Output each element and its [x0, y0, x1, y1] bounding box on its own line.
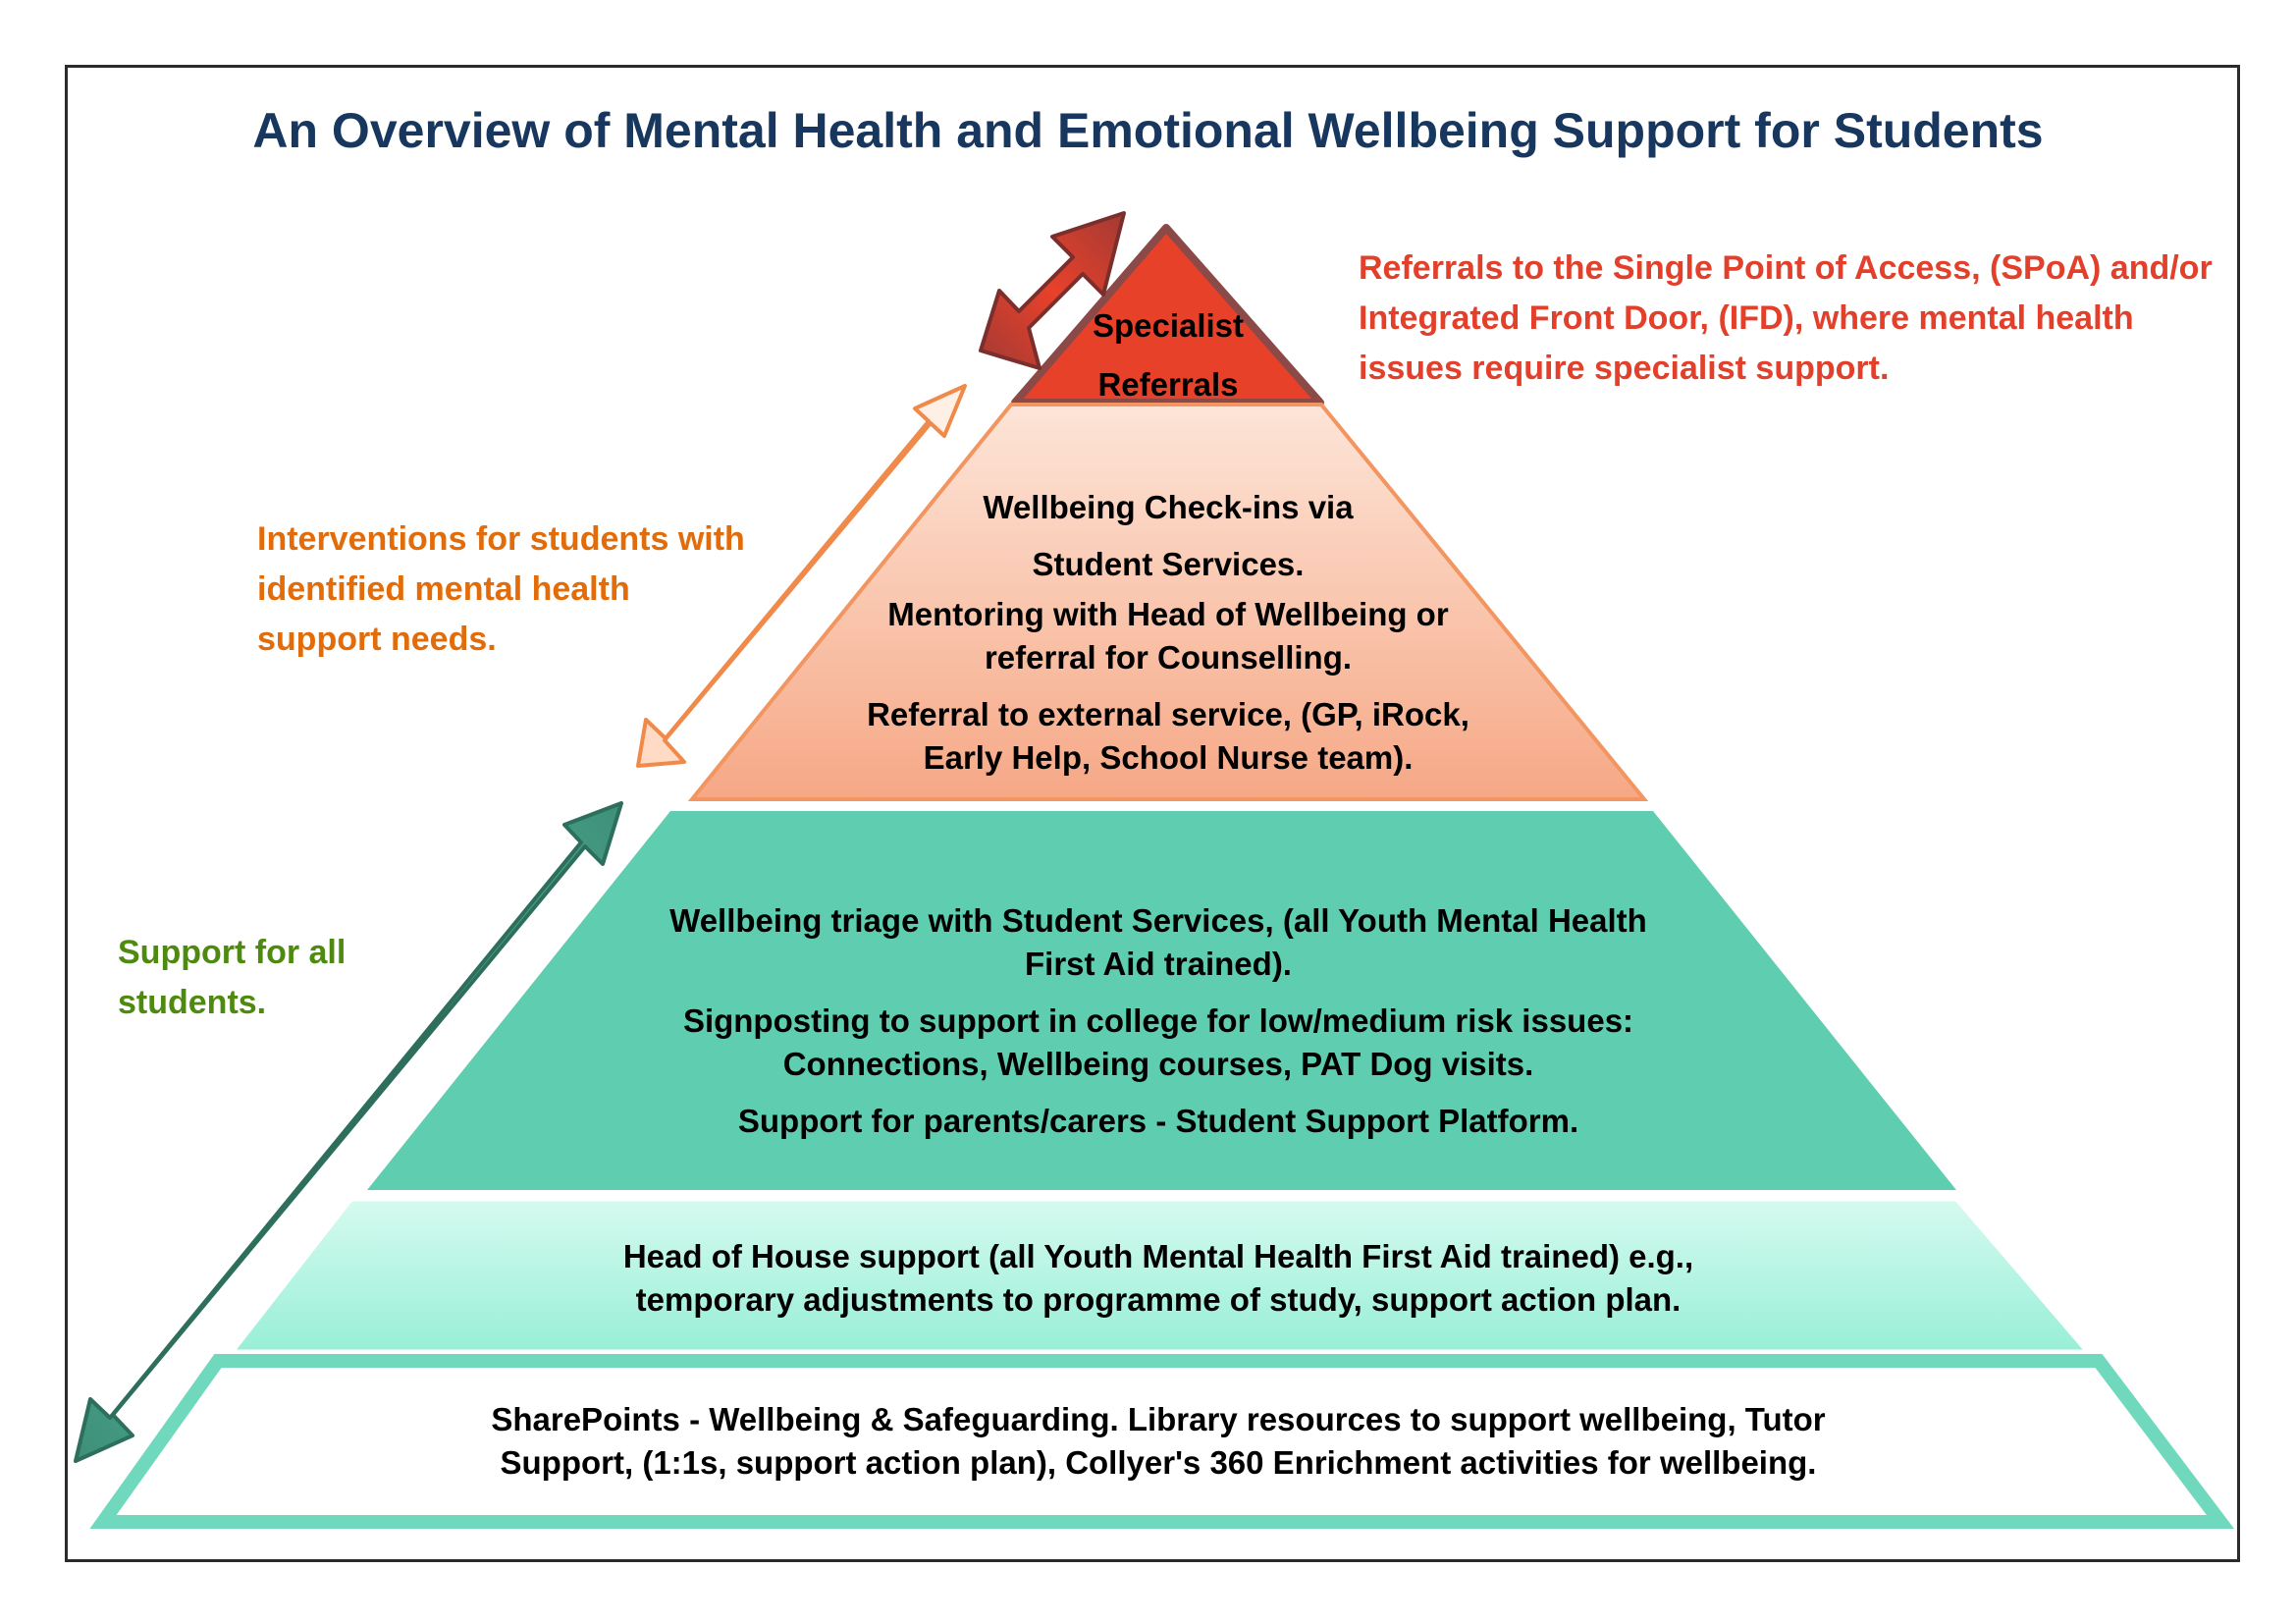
support-double-arrow	[74, 801, 623, 1463]
tier-interventions-line: Wellbeing Check-ins via	[983, 489, 1354, 525]
tier-base-line: Support, (1:1s, support action plan), Co…	[500, 1444, 1817, 1481]
tier-specialist-text: Specialist Referrals	[1041, 297, 1296, 414]
tier-head-of-house-line: Head of House support (all Youth Mental …	[622, 1238, 1694, 1274]
tier-head-of-house-line: temporary adjustments to programme of st…	[635, 1281, 1682, 1318]
specialist-side-line: issues require specialist support.	[1359, 350, 1890, 387]
tier-interventions-line: Student Services.	[1032, 546, 1305, 582]
interventions-side-line: Interventions for students with	[257, 520, 745, 558]
specialist-side-line: Referrals to the Single Point of Access,…	[1359, 249, 2213, 287]
tier-base-shape	[89, 1354, 2235, 1529]
interventions-side-label: Interventions for students with identifi…	[257, 514, 807, 665]
tier-base-line: SharePoints - Wellbeing & Safeguarding. …	[491, 1401, 1826, 1437]
tier-triage-line: Connections, Wellbeing courses, PAT Dog …	[782, 1046, 1534, 1082]
interventions-side-line: support needs.	[257, 621, 497, 658]
tier-specialist-line: Referrals	[1097, 366, 1239, 403]
specialist-side-label: Referrals to the Single Point of Access,…	[1359, 244, 2222, 394]
support-side-line: Support for all	[118, 934, 347, 971]
page-frame	[65, 65, 2240, 1562]
tier-head-of-house-shape	[230, 1198, 2090, 1353]
tier-specialist-line: Specialist	[1092, 307, 1245, 344]
tier-interventions-line: Early Help, School Nurse team).	[923, 739, 1414, 776]
tier-interventions-text: Wellbeing Check-ins via Student Services…	[815, 479, 1522, 780]
specialist-double-arrow	[979, 211, 1126, 370]
tier-interventions-line: referral for Counselling.	[984, 639, 1353, 676]
tier-interventions-line: Referral to external service, (GP, iRock…	[867, 696, 1469, 732]
tier-interventions-line: Mentoring with Head of Wellbeing or	[887, 596, 1449, 632]
interventions-double-arrow	[636, 384, 967, 768]
specialist-side-line: Integrated Front Door, (IFD), where ment…	[1359, 299, 2134, 337]
tier-triage-line: First Aid trained).	[1025, 946, 1292, 982]
tier-triage-line: Signposting to support in college for lo…	[682, 1002, 1634, 1039]
support-side-label: Support for all students.	[118, 928, 412, 1028]
tier-interventions-shape	[687, 403, 1649, 801]
tier-base-text: SharePoints - Wellbeing & Safeguarding. …	[324, 1398, 1993, 1485]
tier-head-of-house-text: Head of House support (all Youth Mental …	[461, 1235, 1855, 1322]
tier-triage-shape	[367, 811, 1956, 1190]
interventions-side-line: identified mental health	[257, 570, 630, 608]
diagram-title: An Overview of Mental Health and Emotion…	[252, 103, 2044, 158]
tier-triage-line: Support for parents/carers - Student Sup…	[737, 1103, 1579, 1139]
tier-triage-text: Wellbeing triage with Student Services, …	[550, 899, 1767, 1143]
support-side-line: students.	[118, 984, 267, 1021]
tier-triage-line: Wellbeing triage with Student Services, …	[669, 902, 1647, 939]
